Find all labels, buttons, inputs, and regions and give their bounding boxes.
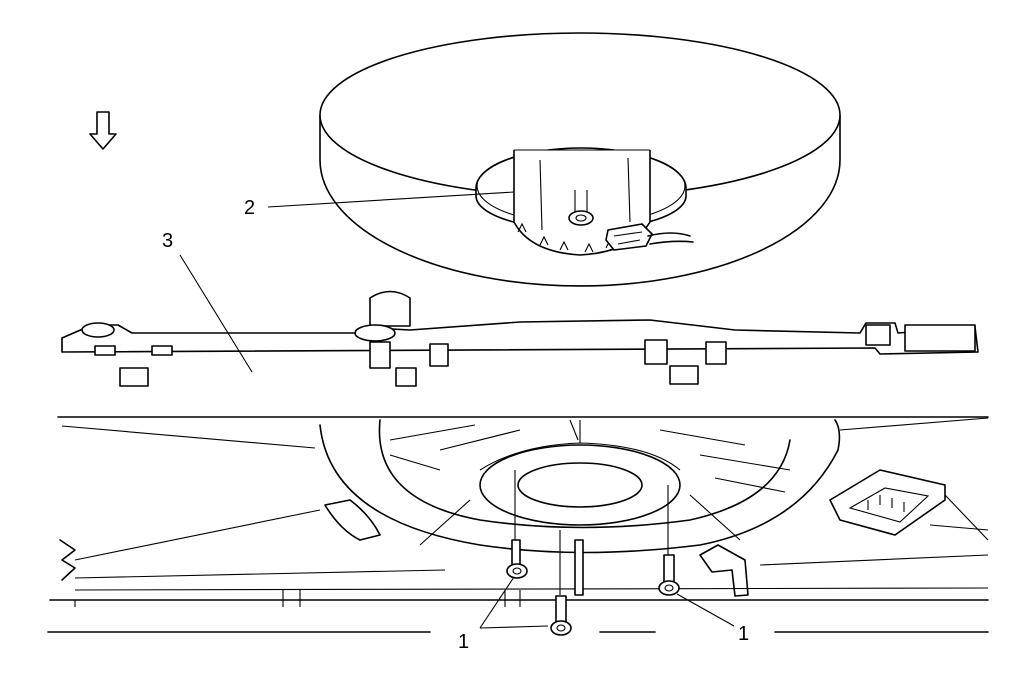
bolt-center — [550, 530, 584, 636]
bolt-right — [658, 485, 680, 596]
arrow-down-icon — [89, 111, 117, 150]
fan-shroud — [57, 290, 989, 449]
bolts — [506, 470, 680, 636]
callout-fastener-right: 1 — [738, 623, 749, 645]
lower-frame — [47, 509, 989, 633]
bolt-left — [506, 470, 528, 579]
fan-motor-assembly — [319, 32, 841, 287]
callout-fan-shroud: 3 — [162, 230, 173, 252]
leader-lines — [179, 191, 735, 629]
callout-fan-motor: 2 — [244, 197, 255, 219]
callout-fastener-left: 1 — [458, 631, 469, 653]
fan-blade-assembly — [319, 419, 989, 597]
